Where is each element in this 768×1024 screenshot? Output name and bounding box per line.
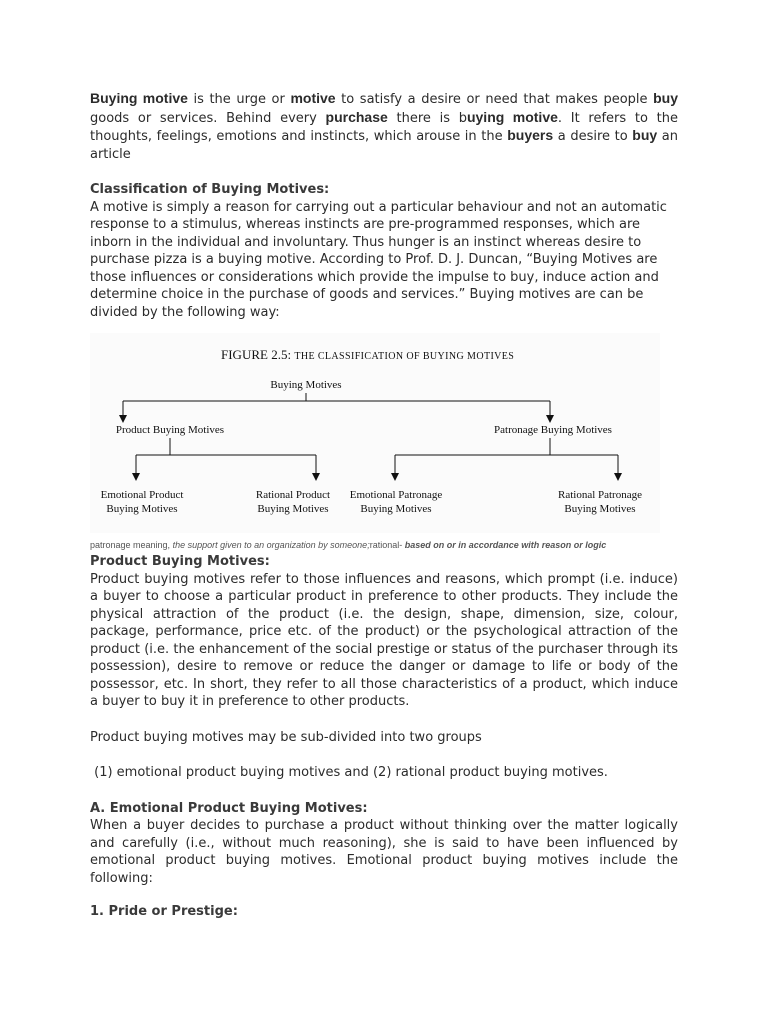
caption-text: patronage meaning,	[90, 540, 173, 550]
pride-heading: 1. Pride or Prestige:	[90, 904, 238, 919]
arrow-icon	[391, 473, 399, 481]
figure-title: FIGURE 2.5: The classification of buying…	[221, 347, 514, 362]
product-subdivided: Product buying motives may be sub-divide…	[90, 729, 482, 745]
caption-text: based on or in accordance with reason or…	[404, 540, 607, 550]
intro-text: a desire to	[553, 129, 633, 144]
term-purchase: purchase	[325, 108, 388, 125]
classification-heading: Classification of Buying Motives:	[90, 182, 330, 197]
term-buy: buy	[632, 127, 658, 143]
term-buying-motive: Buying motive	[90, 90, 188, 106]
node-buying-motives: Buying Motives	[270, 379, 341, 391]
caption-text: rational-	[369, 540, 405, 550]
product-groups: (1) emotional product buying motives and…	[90, 765, 608, 780]
intro-text: is the urge or	[187, 92, 291, 107]
classification-figure: FIGURE 2.5: The classification of buying…	[90, 333, 660, 533]
arrow-icon	[546, 415, 554, 423]
arrow-icon	[119, 415, 127, 423]
intro-text: . It refers to the thoughts, feelings, e…	[90, 110, 678, 145]
arrow-icon	[132, 473, 140, 481]
emotional-heading: A. Emotional Product Buying Motives:	[90, 800, 368, 816]
term-uying-motive: uying motive	[466, 108, 558, 125]
caption-text: the support given to an organization by …	[172, 540, 370, 550]
document-page: Buying motive is the urge or motive to s…	[90, 90, 678, 921]
term-motive: motive	[290, 90, 336, 106]
arrow-icon	[614, 473, 622, 481]
emotional-body: When a buyer decides to purchase a produ…	[90, 818, 678, 886]
figure-caption: patronage meaning, the support given to …	[90, 539, 678, 551]
intro-text: to satisfy a desire or need that makes p…	[335, 92, 654, 107]
classification-body: A motive is simply a reason for carrying…	[90, 199, 667, 320]
node-product-buying-motives: Product Buying Motives	[116, 424, 224, 436]
intro-text: there is b	[387, 110, 467, 126]
term-buy: buy	[653, 90, 678, 106]
intro-text: goods or services. Behind every	[90, 110, 326, 126]
arrow-icon	[312, 473, 320, 481]
node-patronage-buying-motives: Patronage Buying Motives	[494, 424, 612, 436]
product-body: Product buying motives refer to those in…	[90, 571, 678, 710]
intro-paragraph: Buying motive is the urge or motive to s…	[90, 90, 678, 163]
intro-text: an article	[90, 129, 679, 162]
product-heading: Product Buying Motives:	[90, 554, 270, 569]
term-buyers: buyers	[507, 127, 554, 143]
classification-diagram: FIGURE 2.5: The classification of buying…	[101, 347, 643, 515]
